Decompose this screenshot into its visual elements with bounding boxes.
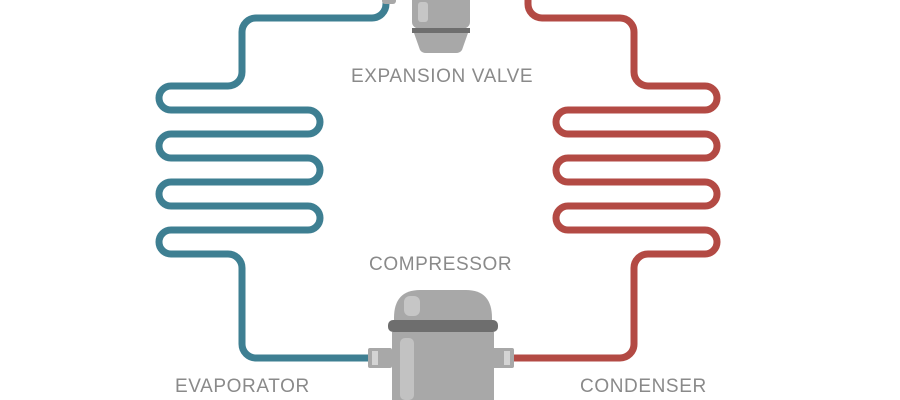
condenser-label: CONDENSER xyxy=(580,376,707,397)
compressor-icon xyxy=(368,290,514,400)
expansion-valve-label: EXPANSION VALVE xyxy=(351,66,534,87)
evaporator-pipe xyxy=(155,0,390,362)
evaporator-label: EVAPORATOR xyxy=(175,376,310,397)
condenser-pipe xyxy=(506,0,721,362)
compressor-label: COMPRESSOR xyxy=(369,254,513,275)
expansion-valve-icon xyxy=(382,0,470,53)
